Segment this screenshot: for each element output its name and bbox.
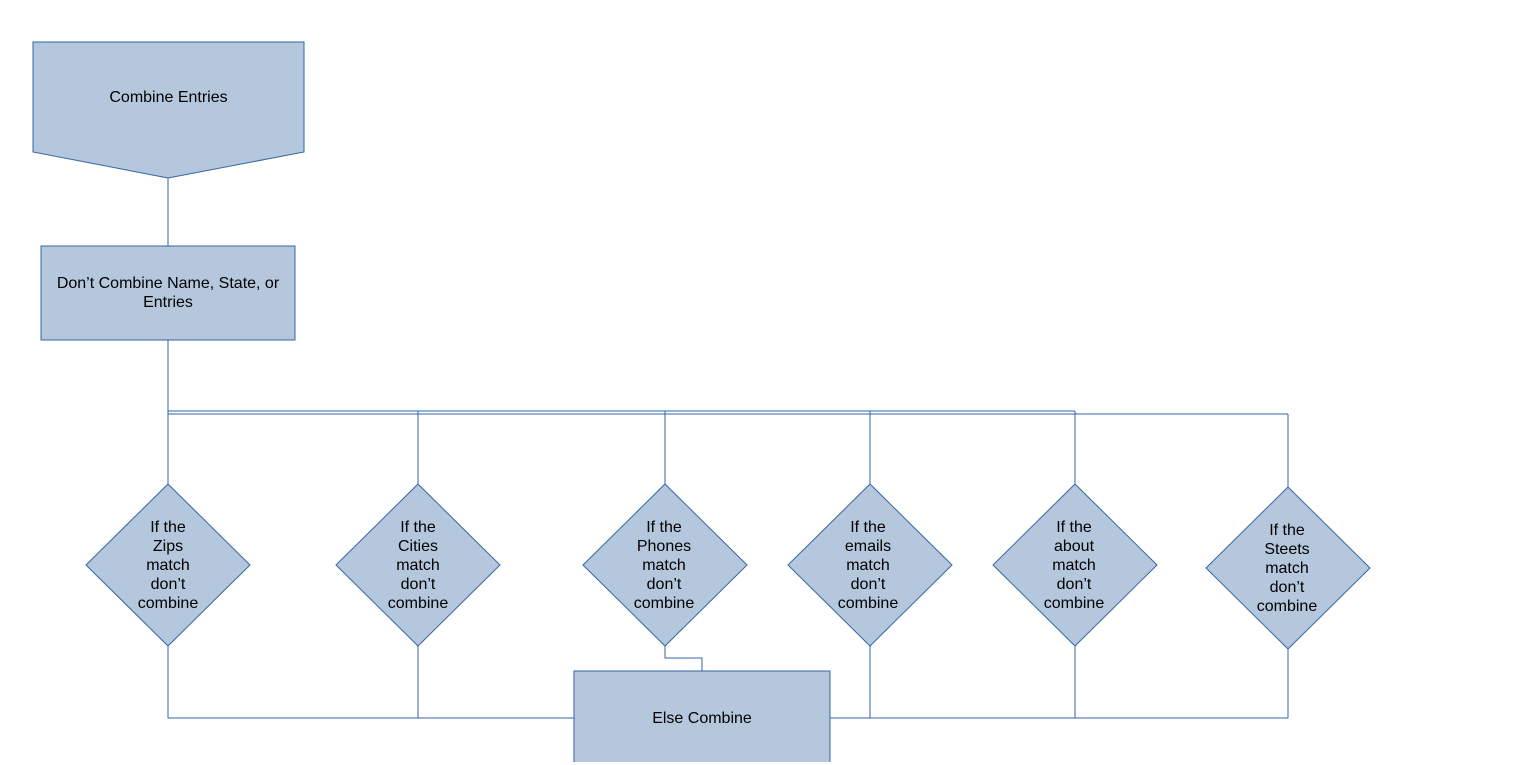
- decision-diamond-phones: [582, 483, 748, 647]
- decision-diamond-emails: [787, 483, 953, 647]
- decision-diamond-streets: [1205, 486, 1371, 650]
- filter-box: [40, 245, 296, 341]
- decision-diamond-about: [992, 483, 1158, 647]
- end-box: [573, 670, 831, 762]
- connector-phones-to-end: [664, 645, 703, 671]
- start-shape: [32, 41, 305, 179]
- connectors: [167, 178, 1289, 719]
- decision-diamond-zips: [85, 483, 251, 647]
- decision-diamond-cities: [335, 483, 501, 647]
